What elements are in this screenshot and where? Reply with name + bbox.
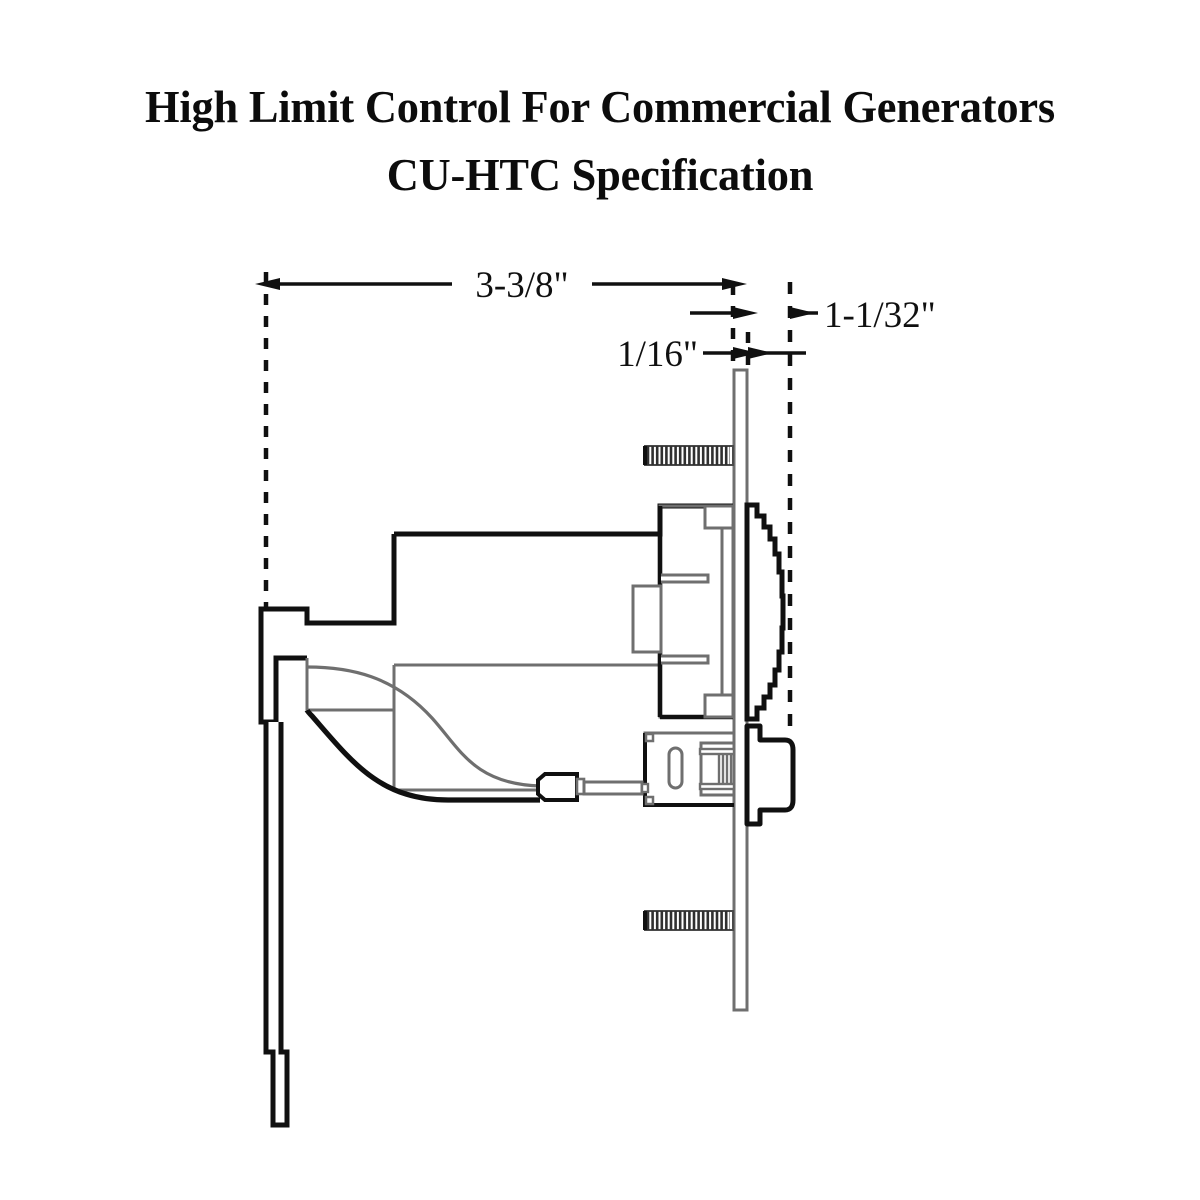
dimension-overall-depth: 3-3/8": [255, 265, 747, 306]
dimension-label-panel-thickness: 1/16": [617, 334, 698, 375]
dimension-label-overall-depth: 3-3/8": [475, 265, 568, 306]
lead-conduit-elbow: [258, 606, 394, 725]
threaded-stud-lower: [643, 910, 734, 931]
extension-lines: [263, 272, 793, 730]
capillary-tube: [304, 665, 650, 803]
reset-button-housing[interactable]: [744, 723, 796, 827]
dimension-panel-thickness: 1/16": [617, 334, 806, 375]
threaded-stud-upper: [643, 445, 734, 466]
terminal-block: [643, 731, 736, 807]
page-subtitle: CU-HTC Specification: [386, 149, 814, 200]
dimension-front-projection: 1-1/32": [690, 295, 936, 336]
page-title: High Limit Control For Commercial Genera…: [145, 81, 1055, 132]
sensing-bulb: [263, 722, 290, 1128]
dimension-label-front-projection: 1-1/32": [824, 295, 936, 336]
title-block: High Limit Control For Commercial Genera…: [0, 78, 1200, 204]
adjustment-knob[interactable]: [744, 502, 786, 722]
